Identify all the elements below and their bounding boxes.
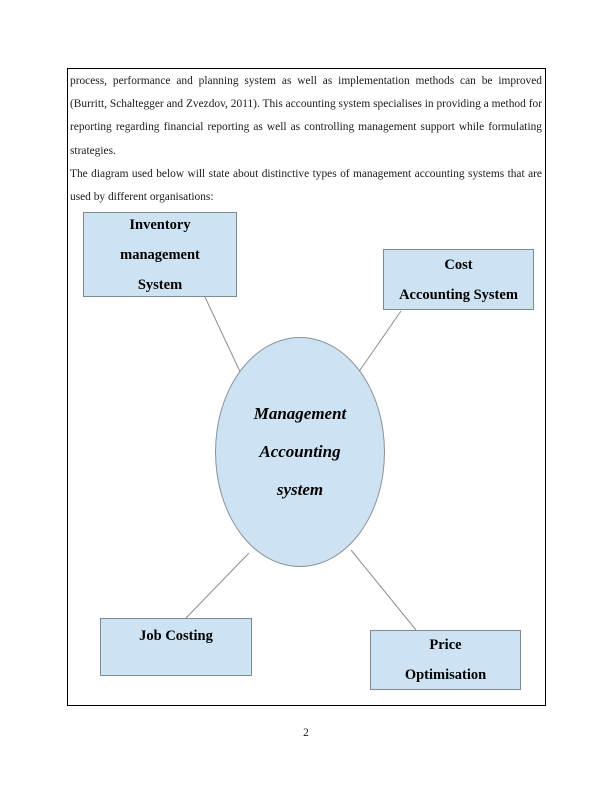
node-inventory-management-system[interactable]: Inventory management System bbox=[83, 212, 237, 297]
node-center-line-3: system bbox=[276, 480, 324, 499]
node-cost-line-2: Accounting System bbox=[399, 286, 518, 303]
page-number: 2 bbox=[303, 727, 309, 739]
node-cost-line-1: Cost bbox=[444, 256, 473, 273]
node-center-line-1: Management bbox=[253, 404, 347, 423]
node-job-costing[interactable]: Job Costing bbox=[100, 618, 252, 676]
page-border bbox=[67, 68, 546, 706]
node-inventory-line-1: Inventory bbox=[129, 216, 191, 233]
node-management-accounting-system[interactable]: Management Accounting system bbox=[215, 337, 385, 567]
node-inventory-line-2: management bbox=[120, 246, 200, 263]
node-cost-accounting-system[interactable]: Cost Accounting System bbox=[383, 249, 534, 310]
node-inventory-line-3: System bbox=[137, 276, 183, 293]
paragraph-2: The diagram used below will state about … bbox=[70, 167, 542, 204]
node-job-line-1: Job Costing bbox=[139, 628, 213, 644]
node-price-line-2: Optimisation bbox=[404, 667, 487, 683]
node-price-optimisation[interactable]: Price Optimisation bbox=[370, 630, 521, 690]
node-price-line-1: Price bbox=[429, 637, 462, 653]
node-center-line-2: Accounting bbox=[259, 442, 341, 461]
document-text-block: process, performance and planning system… bbox=[70, 70, 542, 209]
paragraph-1: process, performance and planning system… bbox=[70, 75, 542, 157]
